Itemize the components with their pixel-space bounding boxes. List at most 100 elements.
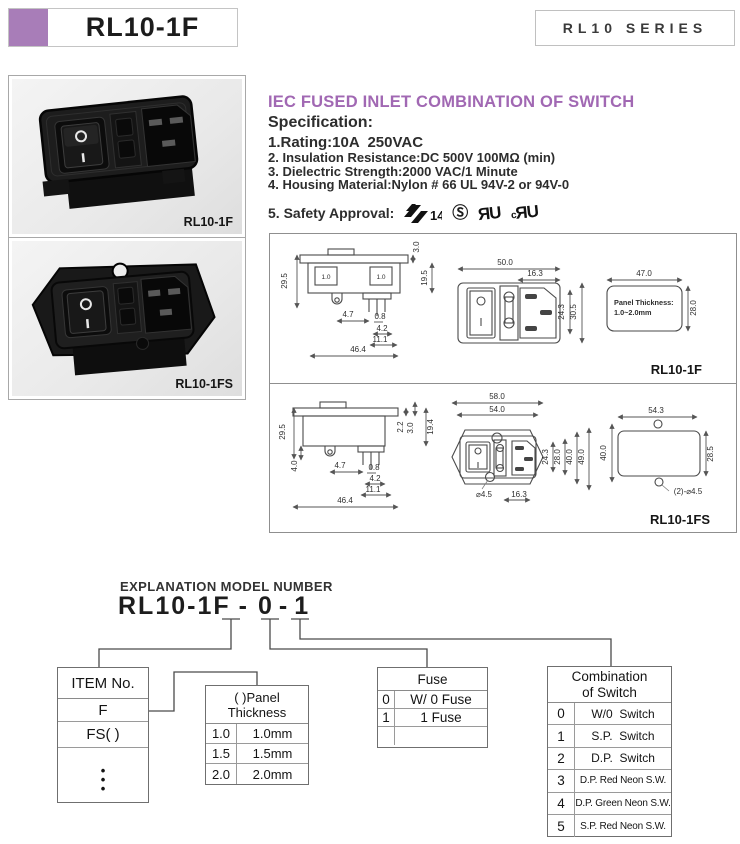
table-row: 2.0 2.0mm [206,764,308,784]
panel-thickness-table: ( )Panel Thickness 1.0 1.0mm 1.5 1.5mm 2… [205,685,309,785]
drawing-label-rl10-1fs: RL10-1FS [650,512,710,527]
svg-text:29.5: 29.5 [278,424,287,440]
table-row: 1.5 1.5mm [206,744,308,764]
svg-text:24.3: 24.3 [541,449,550,465]
item-row-fs: FS( ) [58,722,148,748]
svg-text:54.3: 54.3 [648,406,664,415]
ul-recognized-mark-icon: ЯU [477,202,502,224]
svg-text:47.0: 47.0 [636,269,652,278]
svg-text:4.7: 4.7 [342,310,354,319]
item-number-table: ITEM No. F FS( ) • • • [57,667,149,803]
table-row: 1.0 1.0mm [206,724,308,744]
svg-text:29.5: 29.5 [280,273,289,289]
svg-text:2.2: 2.2 [396,421,405,433]
spec-safety-approval: 5. Safety Approval: 14 Ⓢ ЯU cЯU [268,201,539,226]
spec-title: Specification: [268,114,373,131]
table-row: 4 D.P. Green Neon S.W. [548,792,671,815]
svg-text:24.3: 24.3 [557,304,566,320]
table-row-empty [378,727,487,745]
product-photo-rl10-1f: RL10-1F [12,79,242,234]
table-row: 1 1 Fuse [378,709,487,727]
device-illustration-rl10-1f [38,95,199,209]
svg-text:30.5: 30.5 [569,304,578,320]
svg-text:⌀4.5: ⌀4.5 [476,490,492,499]
table-row: 3 D.P. Red Neon S.W. [548,770,671,793]
panel-cutout: 47.0 Panel Thickness: 1.0~2.0mm 28.0 [606,269,698,332]
cul-recognized-mark-icon: cЯU [510,201,539,223]
accent-swatch [9,9,48,46]
spec-insulation: 2. Insulation Resistance:DC 500V 100MΩ (… [268,150,556,165]
model-separator: - [278,592,290,620]
photo-label-rl10-1f: RL10-1F [183,215,233,229]
svg-text:54.0: 54.0 [489,405,505,414]
model-switch-digit: 1 [294,592,311,620]
svg-text:28.0: 28.0 [553,449,562,465]
svg-text:4.0: 4.0 [290,460,299,472]
explanation-title: EXPLANATION MODEL NUMBER [120,579,333,594]
svg-text:50.0: 50.0 [497,258,513,267]
switch-table-header: Combination of Switch [548,667,671,703]
svg-text:4.2: 4.2 [369,474,381,483]
item-row-ellipsis: • • • [100,762,106,796]
spec-rating: 1.Rating:10A 250VAC [268,134,424,151]
approval-marks: 14 Ⓢ ЯU cЯU [402,201,539,226]
section-heading: IEC FUSED INLET COMBINATION OF SWITCH [268,93,635,111]
svg-text:0.8: 0.8 [368,463,380,472]
svg-text:11.1: 11.1 [366,485,382,494]
photo-frame-rl10-1fs: RL10-1FS [8,237,246,400]
model-fuse-digit: 0 [257,592,274,620]
svg-text:3.0: 3.0 [412,241,421,253]
semko-s-mark-icon: Ⓢ [452,204,469,222]
device-body [38,95,199,209]
svg-text:58.0: 58.0 [489,392,505,401]
svg-text:16.3: 16.3 [527,269,543,278]
panel-cutout: 54.3 40.0 28.5 (2)-⌀4.5 [599,406,715,496]
spec-housing: 4. Housing Material:Nylon # 66 UL 94V-2 … [268,177,570,192]
model-number: RL10-1F - 0 - 1 [118,592,310,621]
panel-table-header: ( )Panel Thickness [206,686,308,724]
side-view: 1.0 1.0 29.5 3.0 19.5 4.7 0.8 4 [280,241,435,359]
svg-text:46.4: 46.4 [350,345,366,354]
specification-block: Specification: 1.Rating:10A 250VAC 2. In… [268,114,736,226]
svg-text:14: 14 [430,208,442,223]
series-box: RL10 SERIES [535,10,735,46]
front-view: 50.0 16.3 [457,258,585,344]
drawing-rl10-1f: 1.0 1.0 29.5 3.0 19.5 4.7 0.8 4 [280,241,702,377]
device-illustration-rl10-1fs [31,262,216,376]
svg-text:40.0: 40.0 [565,449,574,465]
photo-label-rl10-1fs: RL10-1FS [175,377,233,391]
svg-text:1.0: 1.0 [321,274,330,281]
svg-text:19.4: 19.4 [426,419,435,435]
front-view: 58.0 54.0 [451,392,592,503]
series-label: RL10 SERIES [562,20,708,36]
svg-text:0.8: 0.8 [374,312,386,321]
photo-frame-rl10-1f: RL10-1F [8,75,246,238]
svg-text:28.0: 28.0 [689,300,698,316]
svg-text:28.5: 28.5 [706,446,715,462]
svg-text:1.0~2.0mm: 1.0~2.0mm [614,308,652,317]
svg-text:46.4: 46.4 [337,496,353,505]
fuse-table: Fuse 0 W/ 0 Fuse 1 1 Fuse [377,667,488,748]
item-row-f: F [58,699,148,722]
table-row: 5 S.P. Red Neon S.W. [548,814,671,838]
drawing-label-rl10-1f: RL10-1F [651,362,702,377]
svg-text:Panel Thickness:: Panel Thickness: [614,298,674,307]
device-body [31,262,216,376]
svg-text:16.3: 16.3 [511,490,527,499]
item-table-header: ITEM No. [58,668,148,699]
model-separator: - [238,592,249,620]
drawing-panel-rl10-1f: 1.0 1.0 29.5 3.0 19.5 4.7 0.8 4 [270,234,736,384]
spec-dielectric: 3. Dielectric Strength:2000 VAC/1 Minute [268,163,518,179]
svg-text:1.0: 1.0 [376,274,385,281]
svg-text:11.1: 11.1 [373,335,389,344]
svg-text:3.0: 3.0 [406,422,415,434]
svg-text:(2)-⌀4.5: (2)-⌀4.5 [674,487,703,496]
technical-drawings-box: 1.0 1.0 29.5 3.0 19.5 4.7 0.8 4 [269,233,737,533]
product-photo-rl10-1fs: RL10-1FS [12,241,242,396]
table-row: 2 D.P. Switch [548,747,671,771]
ek-14-mark-icon: 14 [404,203,442,223]
table-row: 1 S.P. Switch [548,725,671,748]
svg-text:19.5: 19.5 [420,270,429,286]
title-box: RL10-1F [8,8,238,47]
